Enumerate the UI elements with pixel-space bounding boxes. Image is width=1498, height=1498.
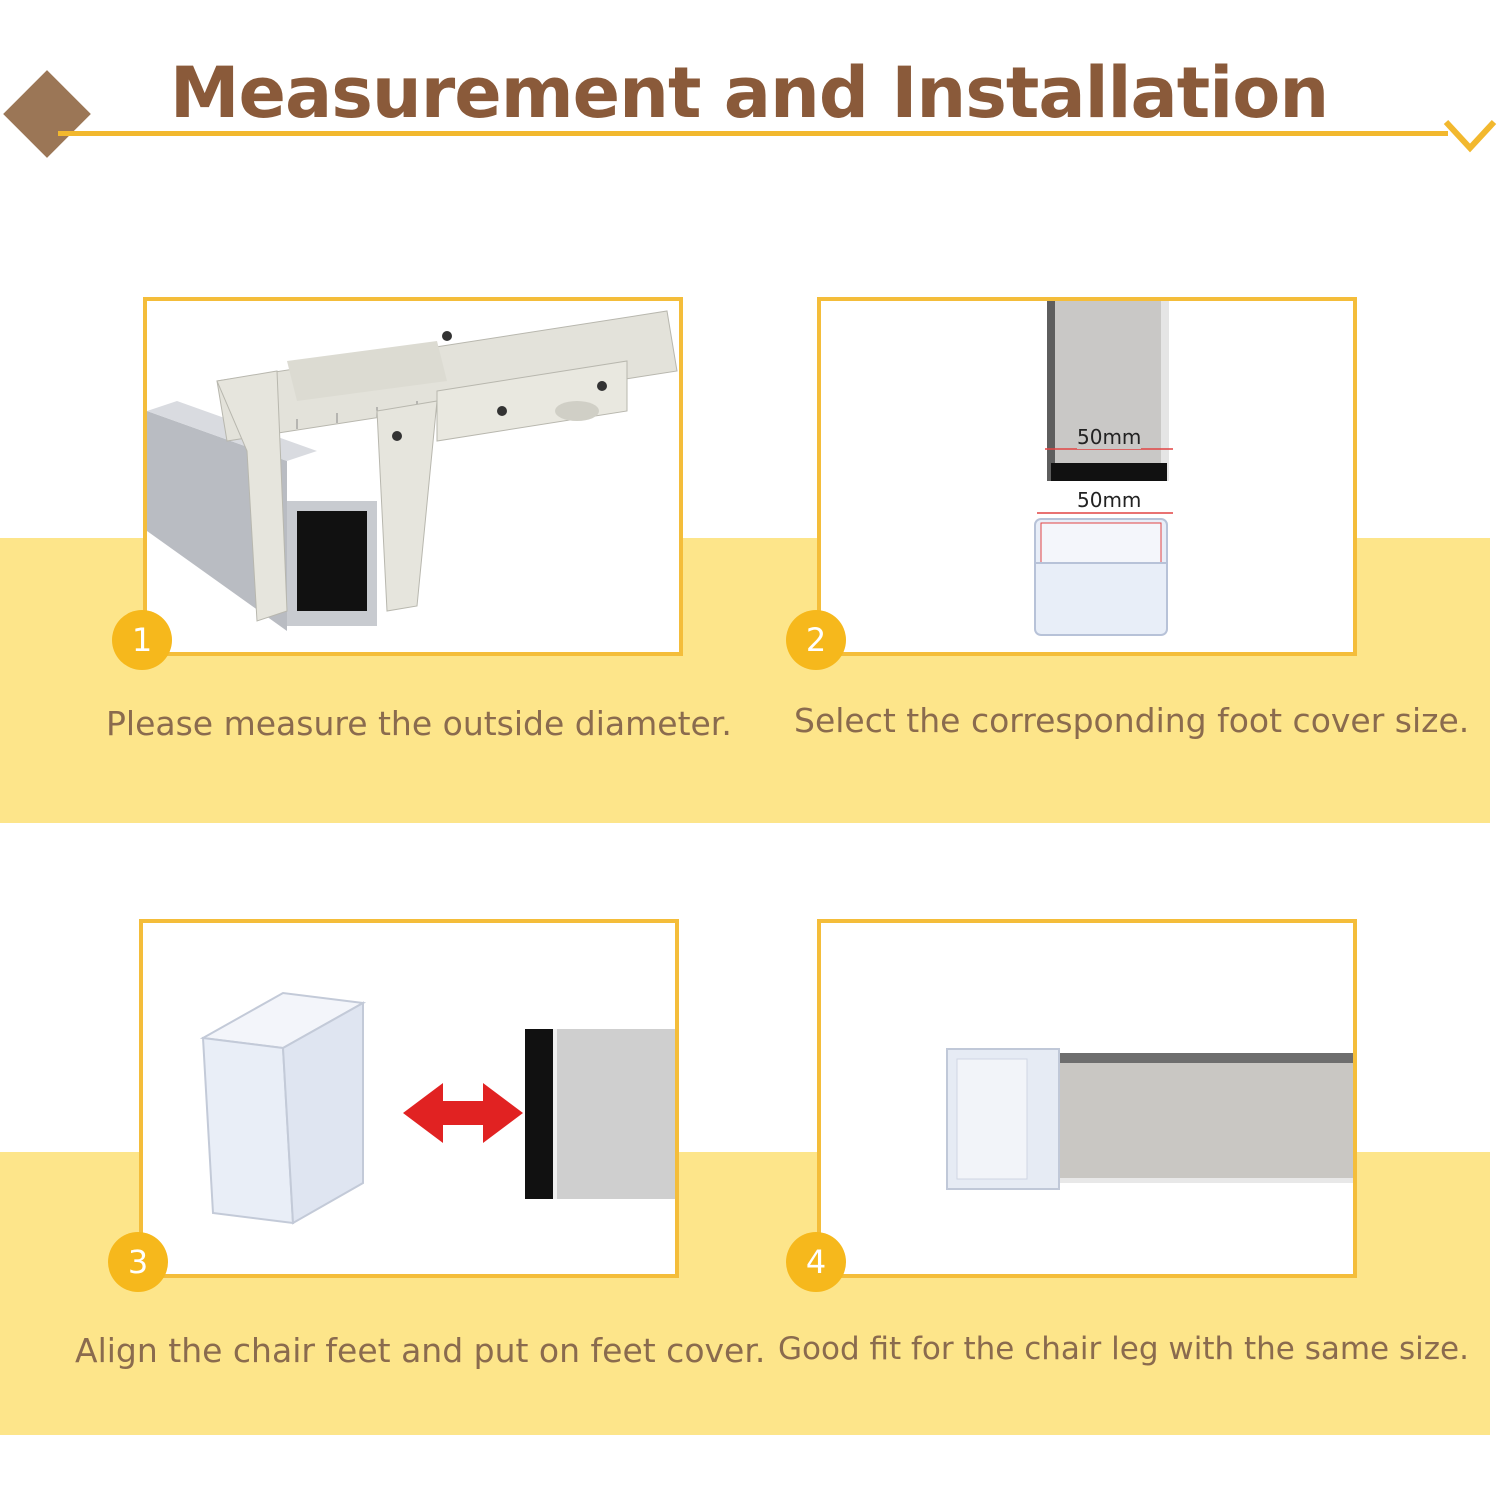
size-label-leg: 50mm	[1077, 425, 1142, 449]
step-2-caption: Select the corresponding foot cover size…	[794, 701, 1470, 740]
step-3-image	[139, 919, 679, 1278]
size-illustration	[1034, 301, 1173, 636]
page-title: Measurement and Installation	[169, 52, 1329, 134]
step-2-badge: 2	[786, 610, 846, 670]
step-4-badge: 4	[786, 1232, 846, 1292]
step-1-caption: Please measure the outside diameter.	[106, 704, 732, 743]
align-illustration	[199, 991, 675, 1225]
step-3-badge: 3	[108, 1232, 168, 1292]
chevron-down-icon	[1443, 119, 1497, 153]
step-1-badge: 1	[112, 610, 172, 670]
header-divider	[58, 131, 1448, 136]
step-1-image	[143, 297, 683, 656]
step-4-image	[817, 919, 1357, 1278]
caliper-illustration	[147, 310, 678, 631]
step-3-caption: Align the chair feet and put on feet cov…	[75, 1331, 766, 1370]
step-2-image: 50mm 50mm	[817, 297, 1357, 656]
size-label-cover: 50mm	[1077, 488, 1142, 512]
step-4-caption: Good fit for the chair leg with the same…	[778, 1331, 1469, 1367]
fit-illustration	[946, 1048, 1353, 1190]
